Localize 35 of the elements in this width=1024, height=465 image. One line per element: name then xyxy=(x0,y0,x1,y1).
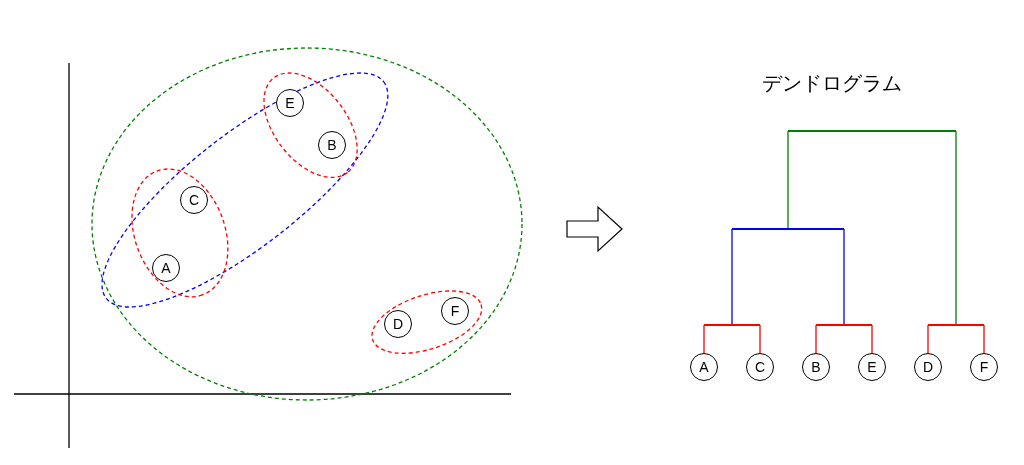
dendrogram-line xyxy=(731,228,733,325)
point-label: F xyxy=(450,303,460,319)
point-circle xyxy=(317,131,346,159)
point-circle xyxy=(441,297,469,325)
point-label: B xyxy=(327,137,337,153)
dendrogram-line xyxy=(759,324,761,354)
point-label: A xyxy=(699,359,709,375)
point-label: D xyxy=(922,359,934,375)
point-circle xyxy=(275,89,304,117)
point-label: B xyxy=(811,359,821,375)
point-label: F xyxy=(979,359,989,375)
point-circle xyxy=(151,254,180,282)
point-circle xyxy=(914,353,942,381)
point-circle xyxy=(384,310,412,338)
point-circle xyxy=(690,353,718,381)
dendrogram-line xyxy=(703,324,705,354)
dendrogram-line xyxy=(983,324,985,354)
point-label: C xyxy=(188,192,200,208)
point-circle xyxy=(802,353,830,381)
point-label: C xyxy=(754,359,766,375)
point-label: E xyxy=(867,359,877,375)
point-label: A xyxy=(161,260,171,276)
point-circle xyxy=(746,353,774,381)
point-circle xyxy=(858,353,886,381)
dendrogram-line xyxy=(843,228,845,325)
dendrogram-line xyxy=(955,130,957,325)
chart-title: デンドログラム xyxy=(762,71,902,96)
point-label: E xyxy=(285,95,295,111)
dendrogram-line xyxy=(815,324,817,354)
dendrogram-line xyxy=(927,324,929,354)
dendrogram-line xyxy=(871,324,873,354)
dendrogram-line xyxy=(787,130,789,229)
point-circle xyxy=(970,353,998,381)
point-circle xyxy=(179,186,208,214)
point-label: D xyxy=(392,316,404,332)
